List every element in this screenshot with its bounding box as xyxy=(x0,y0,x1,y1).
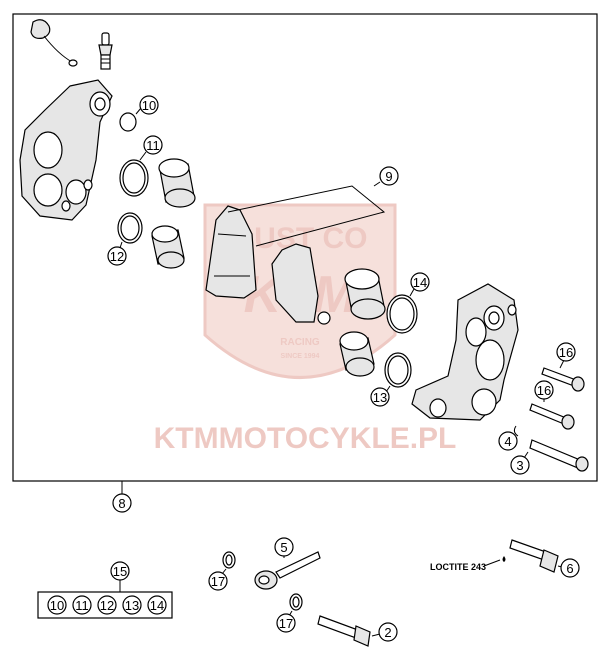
svg-text:6: 6 xyxy=(566,561,573,576)
callout-16b[interactable]: 16 xyxy=(534,380,554,400)
kit-item-3[interactable]: 12 xyxy=(97,595,117,615)
callout-11[interactable]: 11 xyxy=(143,135,163,155)
svg-text:4: 4 xyxy=(504,434,511,449)
callout-3[interactable]: 3 xyxy=(510,455,530,475)
callout-4[interactable]: 4 xyxy=(498,431,518,451)
svg-text:17: 17 xyxy=(211,574,225,589)
seal-10 xyxy=(119,112,137,132)
pin-3 xyxy=(529,439,589,472)
caliper-left-half xyxy=(19,79,113,221)
callout-6[interactable]: 6 xyxy=(560,558,580,578)
svg-text:12: 12 xyxy=(100,598,114,613)
kit-item-2[interactable]: 11 xyxy=(72,595,92,615)
callout-8[interactable]: 8 xyxy=(112,493,132,513)
callout-17b[interactable]: 17 xyxy=(276,613,296,633)
svg-text:15: 15 xyxy=(113,564,127,579)
kit-item-5[interactable]: 14 xyxy=(147,595,167,615)
svg-text:10: 10 xyxy=(142,98,156,113)
kit-item-4[interactable]: 13 xyxy=(122,595,142,615)
banjo-bolt-2 xyxy=(317,615,371,647)
assembly-frame xyxy=(12,13,598,482)
piston-large-left xyxy=(158,158,196,208)
callout-12[interactable]: 12 xyxy=(107,246,127,266)
watermark-badge-since: SINCE 1994 xyxy=(281,353,320,360)
callout-15[interactable]: 15 xyxy=(110,561,130,581)
kit-item-1[interactable]: 10 xyxy=(47,595,67,615)
bleed-cap xyxy=(30,19,78,67)
svg-text:9: 9 xyxy=(385,169,392,184)
brake-pad-right xyxy=(271,243,331,325)
svg-text:13: 13 xyxy=(125,598,139,613)
brake-pad-left xyxy=(205,205,257,299)
svg-text:14: 14 xyxy=(150,598,164,613)
callout-13[interactable]: 13 xyxy=(370,387,390,407)
svg-text:3: 3 xyxy=(516,458,523,473)
piston-small-left xyxy=(151,225,185,269)
callout-10[interactable]: 10 xyxy=(139,95,159,115)
bleed-nipple xyxy=(98,32,113,70)
caliper-right-half xyxy=(411,283,519,421)
svg-text:13: 13 xyxy=(373,390,387,405)
svg-text:10: 10 xyxy=(50,598,64,613)
svg-text:2: 2 xyxy=(384,625,391,640)
svg-text:5: 5 xyxy=(280,540,287,555)
svg-text:11: 11 xyxy=(146,138,160,153)
svg-text:12: 12 xyxy=(110,249,124,264)
svg-text:14: 14 xyxy=(413,275,427,290)
callout-9[interactable]: 9 xyxy=(379,166,399,186)
callout-16a[interactable]: 16 xyxy=(556,342,576,362)
svg-text:16: 16 xyxy=(559,345,573,360)
watermark-site: KTMMOTOCYKLE.PL xyxy=(154,422,457,455)
callout-5[interactable]: 5 xyxy=(274,537,294,557)
callout-2[interactable]: 2 xyxy=(378,622,398,642)
callout-14[interactable]: 14 xyxy=(410,272,430,292)
kit-15-box xyxy=(37,591,173,619)
brake-line-5 xyxy=(254,551,321,590)
loctite-drop xyxy=(502,556,506,562)
loctite-label: LOCTITE 243 xyxy=(430,562,486,572)
bolt-16b xyxy=(529,403,575,430)
bolt-16a xyxy=(541,367,585,392)
piston-small-right xyxy=(339,331,375,377)
svg-text:17: 17 xyxy=(279,616,293,631)
svg-text:16: 16 xyxy=(537,383,551,398)
svg-text:8: 8 xyxy=(118,496,125,511)
screw-6 xyxy=(509,539,559,573)
watermark-badge-racing: RACING xyxy=(280,337,320,348)
callout-17a[interactable]: 17 xyxy=(208,571,228,591)
svg-text:11: 11 xyxy=(75,598,89,613)
piston-large-right xyxy=(344,268,386,320)
clip-4 xyxy=(513,425,519,437)
